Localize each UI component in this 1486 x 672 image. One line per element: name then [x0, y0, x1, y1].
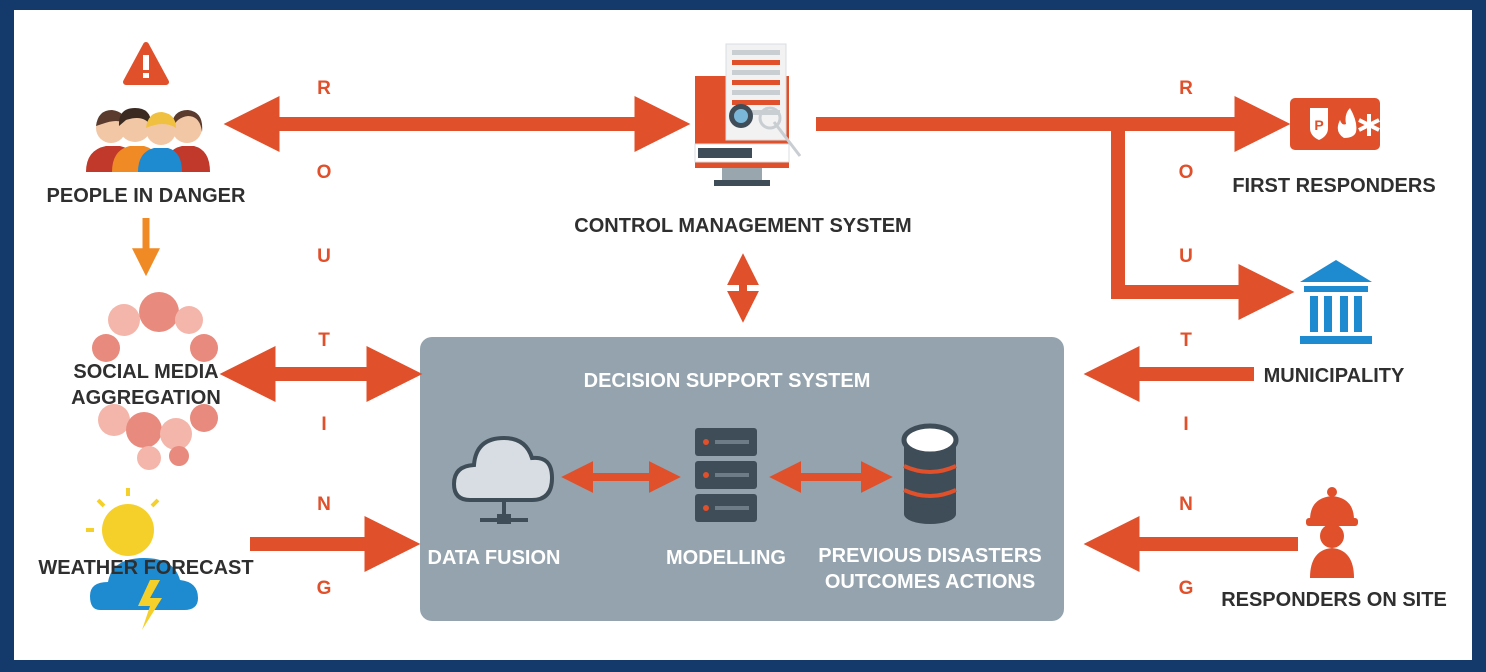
emergency-services-icon: P	[1290, 98, 1380, 150]
routing-left: R O U T I N G	[317, 78, 332, 599]
routing-left-letter: R	[317, 78, 331, 99]
routing-left-letter: T	[318, 330, 330, 351]
responders-on-site-label: RESPONDERS ON SITE	[1221, 589, 1447, 611]
routing-right-letter: N	[1179, 494, 1193, 515]
warning-icon	[123, 42, 169, 85]
arrow-control-branches	[816, 117, 1272, 299]
system-diagram: DECISION SUPPORT SYSTEM DATA FUSION MODE…	[38, 42, 1447, 630]
social-media-label-1: SOCIAL MEDIA	[73, 361, 218, 383]
social-media-label-2: AGGREGATION	[71, 387, 221, 409]
decision-support-title: DECISION SUPPORT SYSTEM	[584, 370, 871, 392]
first-responders-label: FIRST RESPONDERS	[1232, 175, 1435, 197]
routing-right-letter: R	[1179, 78, 1193, 99]
government-building-icon	[1300, 260, 1372, 344]
firefighter-icon	[1306, 487, 1358, 578]
server-rack-icon	[695, 428, 757, 522]
routing-right-letter: I	[1183, 414, 1188, 435]
routing-right-letter: O	[1179, 162, 1194, 183]
sun-cloud-lightning-icon	[86, 488, 198, 630]
previous-disasters-label-2: OUTCOMES ACTIONS	[825, 571, 1035, 593]
monitor-icon	[694, 43, 802, 186]
routing-left-letter: I	[321, 414, 326, 435]
svg-text:P: P	[1314, 117, 1323, 133]
modelling-label: MODELLING	[666, 547, 786, 569]
municipality-label: MUNICIPALITY	[1264, 365, 1405, 387]
people-in-danger-label: PEOPLE IN DANGER	[47, 185, 246, 207]
routing-left-letter: G	[317, 578, 332, 599]
routing-left-letter: O	[317, 162, 332, 183]
control-management-label: CONTROL MANAGEMENT SYSTEM	[574, 215, 911, 237]
routing-right-letter: G	[1179, 578, 1194, 599]
routing-right-letter: U	[1179, 246, 1193, 267]
people-group-icon	[86, 108, 210, 172]
routing-right: R O U T I N G	[1179, 78, 1194, 599]
data-fusion-label: DATA FUSION	[428, 547, 561, 569]
weather-forecast-label: WEATHER FORECAST	[38, 557, 253, 579]
previous-disasters-label-1: PREVIOUS DISASTERS	[818, 545, 1041, 567]
diagram-panel: DECISION SUPPORT SYSTEM DATA FUSION MODE…	[14, 10, 1472, 660]
routing-left-letter: U	[317, 246, 331, 267]
social-media-cluster-icon	[92, 292, 218, 470]
database-icon	[901, 423, 959, 524]
routing-right-letter: T	[1180, 330, 1192, 351]
routing-left-letter: N	[317, 494, 331, 515]
cloud-network-icon	[451, 435, 555, 524]
